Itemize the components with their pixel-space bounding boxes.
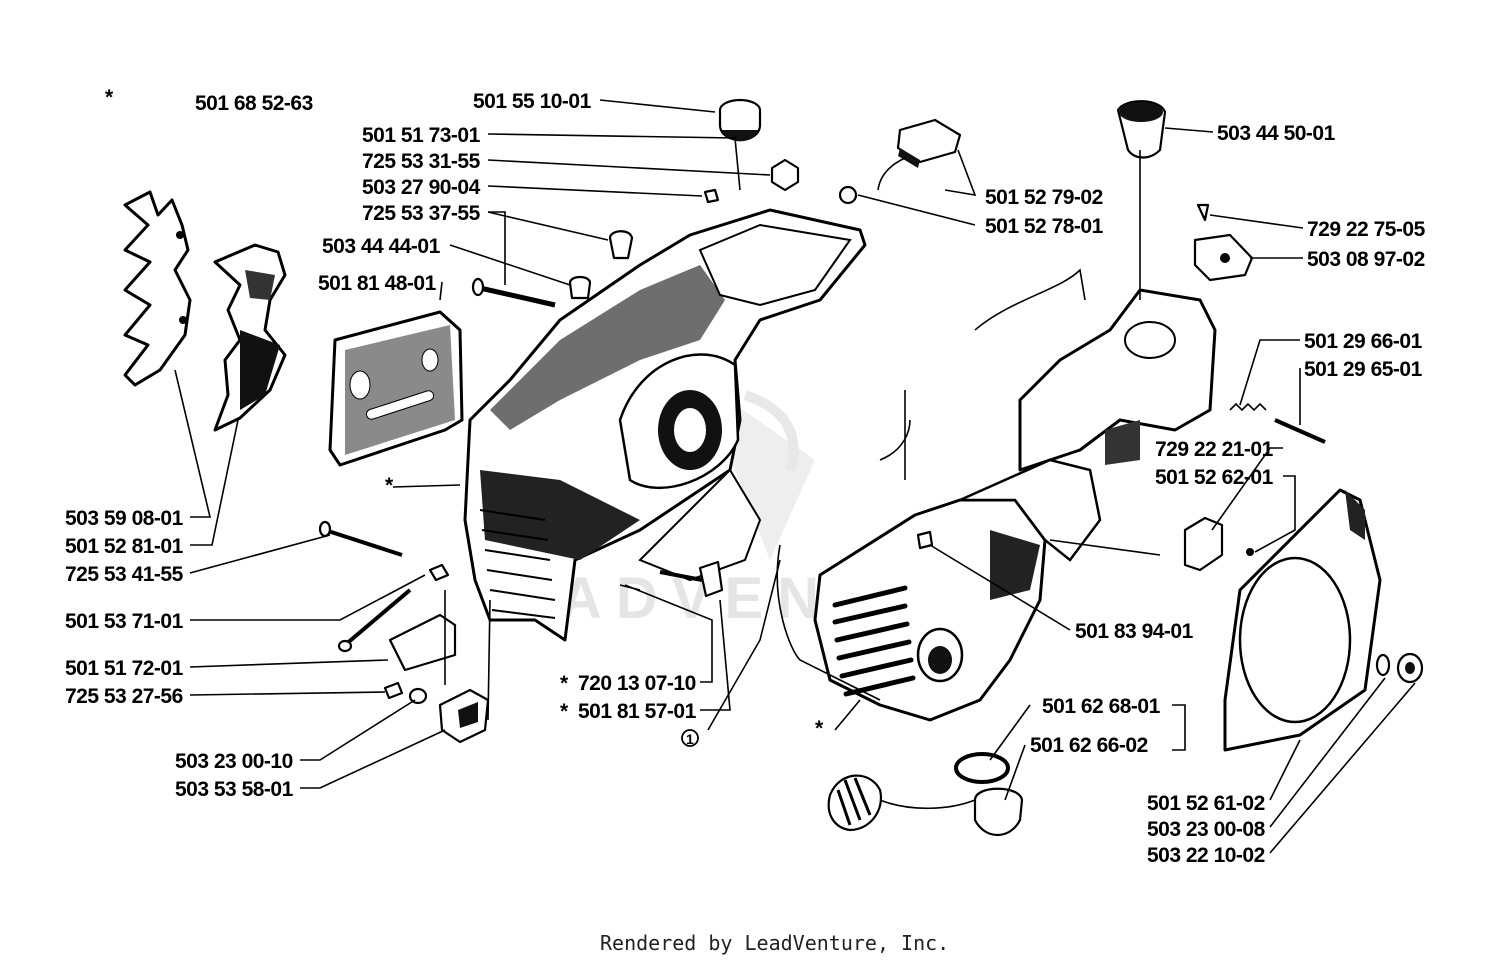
part-number-label: 501 83 94-01 <box>1075 620 1194 643</box>
part-number-label: 501 29 65-01 <box>1304 358 1423 381</box>
flange-nut-icon <box>1396 652 1424 684</box>
screw-icon <box>1274 418 1326 444</box>
part-number-label: 503 59 08-01 <box>65 507 184 530</box>
part-number-label: 501 62 68-01 <box>1042 695 1161 718</box>
watermark-swoosh-icon <box>743 390 799 472</box>
part-number-label: 501 62 66-02 <box>1030 734 1148 757</box>
part-number-label: 725 53 41-55 <box>65 563 184 586</box>
part-number-label: 501 52 61-02 <box>1147 792 1265 815</box>
part-number-label: 501 81 48-01 <box>318 272 437 295</box>
bushing-icon <box>568 275 592 300</box>
circled-one-text: 1 <box>686 731 694 747</box>
part-number-label: 503 44 50-01 <box>1217 122 1336 145</box>
part-number-labels: * 501 68 52-63 501 55 10-01 501 51 73-01… <box>65 86 1426 867</box>
ignition-module-icon <box>838 118 962 205</box>
part-number-label: 503 53 58-01 <box>175 778 294 801</box>
starter-cap-icon <box>1116 100 1167 159</box>
bracket-icon <box>1193 203 1254 282</box>
nut-small-icon <box>428 563 450 582</box>
part-number-label: 501 68 52-63 <box>195 92 313 115</box>
block-plate-icon <box>388 613 457 672</box>
part-number-label: 725 53 31-55 <box>362 150 481 173</box>
part-number-label: 501 52 62-01 <box>1155 466 1274 489</box>
part-number-label: 503 23 00-08 <box>1147 818 1266 841</box>
long-bolt-icon <box>471 277 556 308</box>
fuel-cap-icon <box>827 774 1024 836</box>
part-number-label: 501 51 73-01 <box>362 124 481 147</box>
part-number-label: 503 22 10-02 <box>1147 844 1265 867</box>
washer-icon <box>1375 653 1391 677</box>
bolt-washer-icon <box>383 681 428 705</box>
part-number-label: 501 53 71-01 <box>65 610 184 633</box>
part-number-label: 501 51 72-01 <box>65 657 184 680</box>
side-screw-long-icon <box>318 520 403 557</box>
grommet-icon <box>608 230 634 260</box>
part-number-label: 503 27 90-04 <box>362 176 481 199</box>
hex-nut-icon <box>770 158 800 192</box>
asterisk-marker: * <box>560 700 569 723</box>
part-number-label: 503 23 00-10 <box>175 750 293 773</box>
chain-guide-plate-icon <box>328 310 464 467</box>
part-number-label: 501 29 66-01 <box>1304 330 1423 353</box>
starter-housing-icon <box>1223 488 1382 752</box>
part-number-label: 729 22 75-05 <box>1307 218 1426 241</box>
part-number-label: 725 53 37-55 <box>362 202 481 225</box>
spring-icon <box>1229 402 1267 412</box>
side-screw-diag-icon <box>337 588 412 653</box>
bumper-spike-inner-icon <box>213 243 287 432</box>
asterisk-marker: * <box>385 474 394 497</box>
part-number-label: 503 44 44-01 <box>322 235 441 258</box>
adjuster-screw-icon <box>659 560 724 598</box>
leader-lines <box>174 99 1416 854</box>
chain-catcher-icon <box>438 688 490 744</box>
mount-bracket-icon <box>1183 516 1254 572</box>
part-number-label: 503 08 97-02 <box>1307 248 1425 271</box>
plug-icon <box>916 530 934 550</box>
render-credit: Rendered by LeadVenture, Inc. <box>600 931 949 955</box>
circled-one-marker: 1 <box>681 729 699 747</box>
front-housing-icon <box>813 458 1102 722</box>
part-number-label: 501 52 78-01 <box>985 215 1104 238</box>
part-number-label: 501 52 79-02 <box>985 186 1103 209</box>
asterisk-marker: * <box>105 86 114 109</box>
cylinder-cover-icon <box>1018 288 1217 472</box>
crankcase-housing-icon <box>463 208 867 642</box>
gasket-top-icon <box>974 268 1086 331</box>
part-number-label: 720 13 07-10 <box>578 672 696 695</box>
o-ring-icon <box>954 752 1010 784</box>
part-number-label: 725 53 27-56 <box>65 685 183 708</box>
part-number-label: 729 22 21-01 <box>1155 438 1274 461</box>
part-number-label: 501 55 10-01 <box>473 90 592 113</box>
asterisk-marker: * <box>815 717 824 740</box>
part-number-label: 501 52 81-01 <box>65 535 184 558</box>
part-number-label: 501 81 57-01 <box>578 700 697 723</box>
small-screw-icon <box>703 188 720 204</box>
gasket-left-icon <box>776 544 881 701</box>
oil-cap-icon <box>718 98 762 142</box>
asterisk-marker: * <box>560 672 569 695</box>
bumper-spike-outer-icon <box>123 190 192 387</box>
